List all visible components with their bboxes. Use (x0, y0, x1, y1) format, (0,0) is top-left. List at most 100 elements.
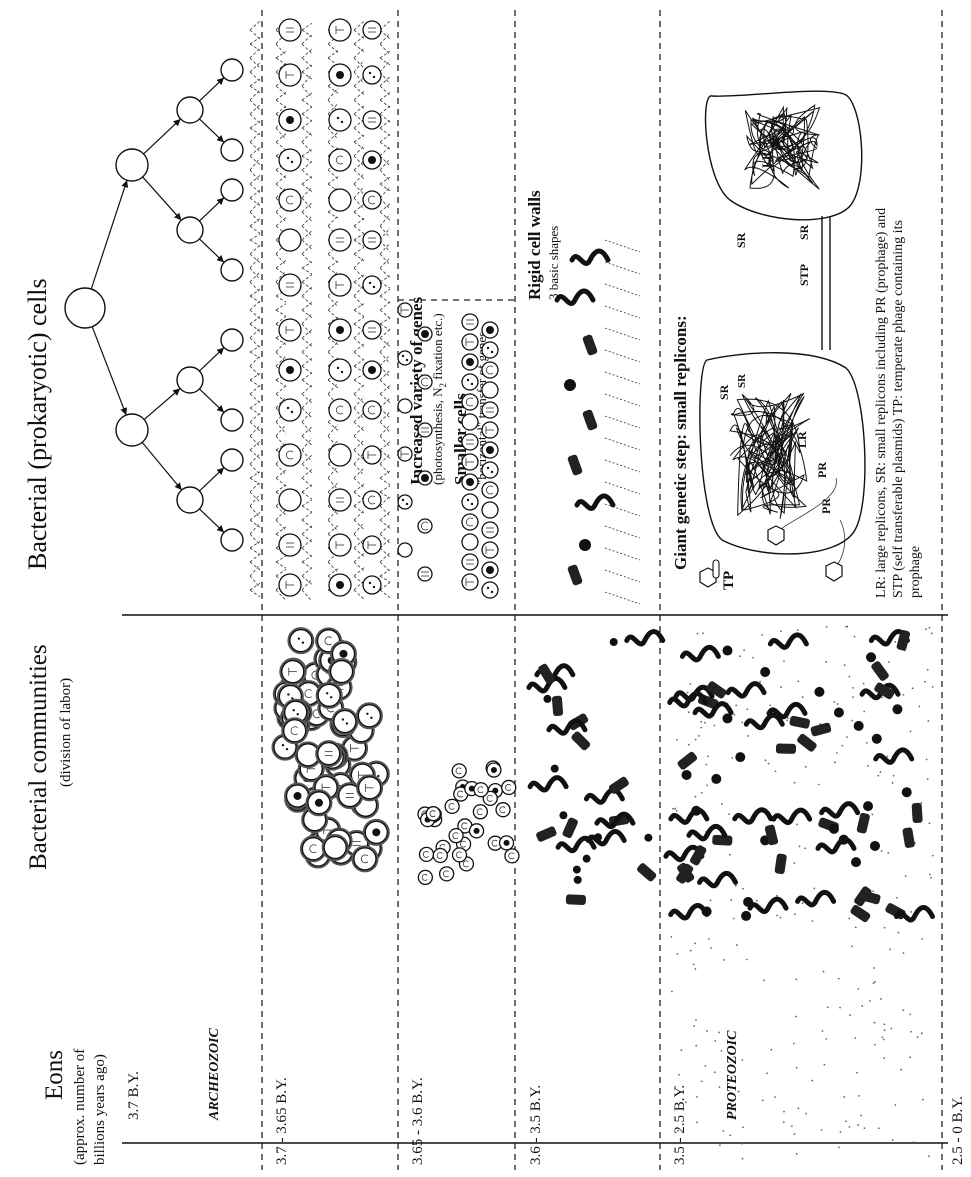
branch-line (354, 296, 364, 307)
branch-line (302, 394, 312, 403)
descendant-cell (363, 21, 381, 39)
background-speck (694, 796, 696, 798)
coccus-cell (760, 667, 770, 677)
background-speck (927, 669, 929, 671)
background-speck (910, 731, 912, 733)
background-speck (774, 1096, 776, 1098)
branch-line (380, 187, 390, 198)
lineage-arrow (143, 177, 182, 220)
coccus-cell (902, 787, 912, 797)
background-speck (871, 814, 873, 816)
cell-mark (466, 478, 474, 486)
branch-line (380, 296, 390, 303)
coccus-cell (564, 379, 576, 391)
background-speck (707, 755, 709, 757)
background-speck (827, 1006, 829, 1008)
background-speck (710, 899, 712, 901)
background-speck (795, 1016, 797, 1018)
branch-line (380, 58, 390, 65)
background-speck (925, 628, 927, 630)
branch-line (380, 352, 390, 364)
branch-line (380, 204, 390, 212)
background-speck (860, 1115, 862, 1117)
branch-line (302, 150, 312, 156)
sr-label-left-2: SR (736, 373, 748, 388)
background-speck (719, 1086, 721, 1088)
background-speck (706, 764, 708, 766)
branch-line (250, 30, 260, 39)
branch-line (250, 548, 260, 555)
rod-cell (902, 827, 915, 848)
branch-line (380, 310, 390, 318)
background-speck (783, 1121, 785, 1123)
branch-line (250, 317, 260, 324)
lineage-cell (221, 139, 243, 161)
branch-line (605, 262, 640, 274)
background-speck (714, 725, 716, 727)
descendant-cell (482, 362, 498, 378)
cell-mark (336, 71, 344, 79)
rigid-walls-annotation: Rigid cell walls 3 basic shapes (525, 190, 561, 300)
branch-line (380, 486, 390, 492)
background-speck (687, 692, 689, 694)
descendant-cell (279, 149, 301, 171)
giant-step-label: Giant genetic step: small replicons: (671, 315, 690, 570)
branch-line (380, 398, 390, 408)
cell-mark (337, 367, 339, 369)
background-speck (840, 1131, 842, 1133)
background-speck (852, 696, 854, 698)
branch-line (605, 504, 640, 516)
branch-line (250, 226, 260, 233)
period-labels: 3.7 - 3.65 B.Y. 3.65 - 3.6 B.Y. 3.6 - 3.… (274, 1077, 966, 1165)
background-speck (861, 1005, 863, 1007)
cell-mark (467, 379, 469, 381)
descendant-cell (363, 231, 381, 249)
branch-line (302, 464, 312, 473)
branch-line (276, 386, 286, 394)
branch-line (380, 464, 390, 474)
branch-line (380, 512, 390, 520)
background-speck (929, 822, 931, 824)
coccus-cell (735, 752, 745, 762)
background-speck (752, 657, 754, 659)
branch-line (276, 260, 286, 268)
background-speck (775, 770, 777, 772)
cell-mark (337, 117, 339, 119)
background-speck (735, 704, 737, 706)
branch-line (302, 212, 312, 221)
cell-mark (315, 799, 323, 807)
background-speck (695, 1045, 697, 1047)
branch-line (380, 212, 390, 220)
branch-line (354, 186, 364, 198)
lineage-arrow (144, 388, 180, 419)
background-speck (818, 784, 820, 786)
branch-line (354, 170, 364, 179)
eons-subtitle-line1: (approx. number of (72, 1049, 88, 1165)
descendant-cell (482, 462, 498, 478)
branch-line (250, 79, 260, 86)
branch-line (250, 338, 260, 348)
background-speck (746, 708, 748, 710)
branch-line (250, 534, 260, 545)
descendant-cell (329, 489, 351, 511)
background-speck (920, 802, 922, 804)
background-speck (714, 1071, 716, 1073)
background-speck (856, 1072, 858, 1074)
branch-line (328, 380, 338, 388)
rod-cell (912, 803, 923, 824)
background-speck (721, 803, 723, 805)
branch-line (302, 373, 312, 380)
background-speck (882, 1036, 884, 1038)
rod-cell (582, 409, 598, 431)
lineage-arrow (144, 119, 181, 154)
background-speck (890, 1028, 892, 1030)
descendant-cell (462, 414, 478, 430)
branch-line (302, 590, 312, 601)
background-speck (896, 897, 898, 899)
background-speck (796, 1153, 798, 1155)
lineage-arrowhead (121, 180, 128, 188)
branch-line (354, 268, 364, 278)
legend-line-2: STP (self transferable plasmids) TP: tem… (891, 220, 906, 598)
branch-line (380, 385, 390, 394)
cell-mark (287, 693, 289, 695)
